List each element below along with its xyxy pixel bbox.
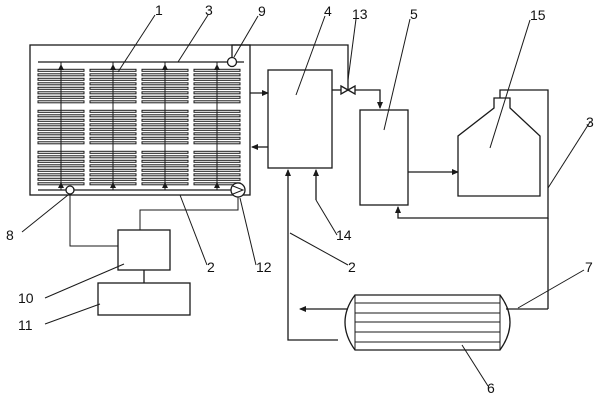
valve-9 bbox=[226, 56, 238, 68]
label-15: 15 bbox=[530, 7, 546, 23]
label-4: 4 bbox=[324, 3, 332, 19]
label-8: 8 bbox=[6, 227, 14, 243]
unit-11 bbox=[97, 282, 191, 316]
sensor-8 bbox=[65, 185, 75, 195]
wire-controller-pump bbox=[139, 197, 239, 230]
label-1: 1 bbox=[155, 2, 163, 18]
flow-arrow bbox=[58, 182, 64, 188]
tank-5 bbox=[359, 109, 409, 206]
label-13: 13 bbox=[352, 6, 368, 22]
label-12: 12 bbox=[256, 259, 272, 275]
pipe-valve-to-tank5 bbox=[355, 89, 383, 109]
pump-12 bbox=[230, 182, 246, 198]
flow-arrow bbox=[214, 182, 220, 188]
flow-arrow bbox=[110, 64, 116, 70]
heat-exchanger-6 bbox=[344, 294, 511, 351]
label-10: 10 bbox=[18, 290, 34, 306]
leader-lines bbox=[21, 14, 591, 387]
label-3a: 3 bbox=[205, 2, 213, 18]
pipe-to-valve-13 bbox=[231, 44, 349, 80]
flow-arrow bbox=[58, 64, 64, 70]
label-2a: 2 bbox=[207, 259, 215, 275]
label-3b: 3 bbox=[586, 114, 594, 130]
label-6: 6 bbox=[487, 380, 495, 396]
flow-arrow bbox=[214, 64, 220, 70]
tank-15 bbox=[457, 97, 541, 197]
flow-arrow bbox=[162, 64, 168, 70]
label-7: 7 bbox=[585, 259, 593, 275]
flow-arrow bbox=[110, 182, 116, 188]
tank-4 bbox=[267, 69, 333, 169]
label-9: 9 bbox=[258, 3, 266, 19]
collector-panel-grid bbox=[37, 62, 241, 190]
label-14: 14 bbox=[336, 227, 352, 243]
return-pipe-3 bbox=[395, 89, 549, 219]
label-11: 11 bbox=[18, 317, 33, 333]
controller-10 bbox=[117, 229, 171, 271]
valve-13 bbox=[340, 80, 356, 96]
label-5: 5 bbox=[410, 6, 418, 22]
label-2b: 2 bbox=[348, 259, 356, 275]
wire-controller-sensor bbox=[69, 194, 118, 247]
flow-arrow bbox=[162, 182, 168, 188]
pipe-exchanger-to-tank4 bbox=[285, 169, 338, 341]
